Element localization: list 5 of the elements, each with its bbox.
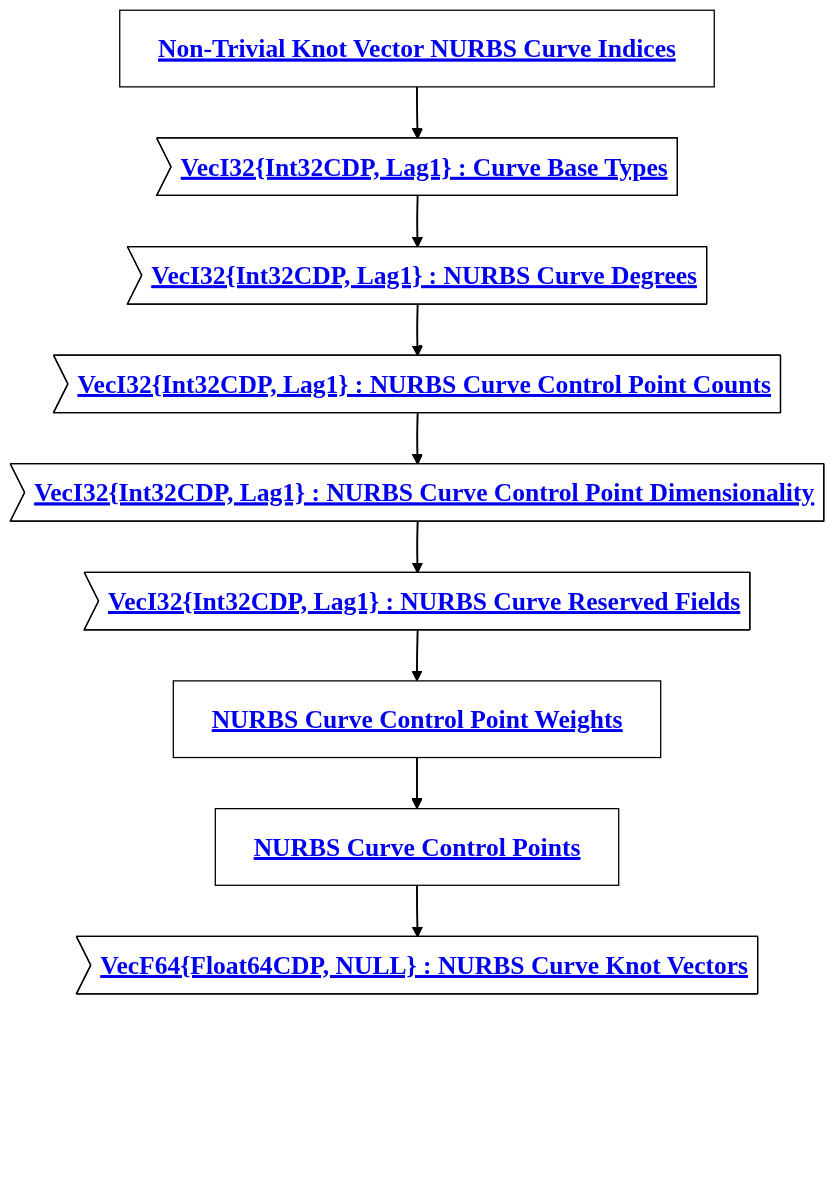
node-box: NURBS Curve Control Points xyxy=(214,808,620,886)
arrow xyxy=(411,629,423,682)
node-box: NURBS Curve Control Point Weights xyxy=(172,680,662,759)
arrow xyxy=(411,756,423,810)
node-box: Non-Trivial Knot Vector NURBS Curve Indices xyxy=(119,9,715,88)
